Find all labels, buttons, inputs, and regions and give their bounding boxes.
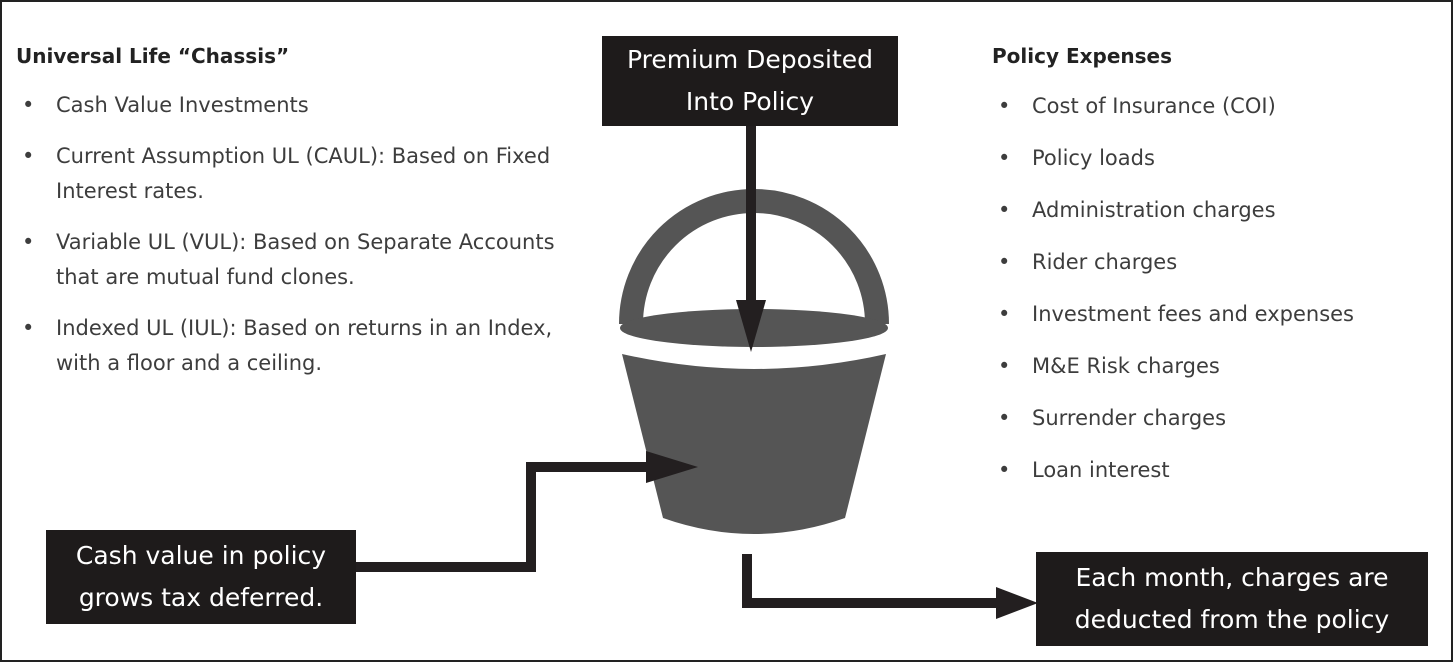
cash-value-box: Cash value in policy grows tax deferred. — [46, 530, 356, 624]
list-item: Current Assumption UL (CAUL): Based on F… — [16, 139, 556, 209]
premium-deposited-box: Premium Deposited Into Policy — [602, 36, 898, 126]
growth-arrow — [355, 451, 698, 572]
universal-life-list: Cash Value Investments Current Assumptio… — [16, 88, 556, 397]
premium-box-line-1: Premium Deposited — [626, 45, 873, 74]
list-item: M&E Risk charges — [992, 348, 1447, 384]
cash-value-line-2: grows tax deferred. — [78, 583, 324, 612]
list-item: Cash Value Investments — [16, 88, 556, 123]
monthly-charges-box: Each month, charges are deducted from th… — [1036, 552, 1428, 646]
premium-box-line-2: Into Policy — [685, 87, 815, 116]
premium-arrow — [736, 126, 766, 352]
bucket-body — [622, 354, 886, 534]
left-panel-title: Universal Life “Chassis” — [16, 44, 290, 68]
list-item: Loan interest — [992, 452, 1447, 488]
list-item: Indexed UL (IUL): Based on returns in an… — [16, 311, 556, 381]
list-item: Administration charges — [992, 192, 1447, 228]
cash-value-line-1: Cash value in policy — [75, 541, 327, 570]
list-item: Cost of Insurance (COI) — [992, 88, 1447, 124]
charges-line-1: Each month, charges are — [1075, 563, 1389, 592]
list-item: Policy loads — [992, 140, 1447, 176]
policy-expenses-list: Cost of Insurance (COI) Policy loads Adm… — [992, 88, 1447, 504]
charges-line-2: deducted from the policy — [1074, 605, 1390, 634]
list-item: Variable UL (VUL): Based on Separate Acc… — [16, 225, 556, 295]
list-item: Investment fees and expenses — [992, 296, 1447, 332]
right-panel-title: Policy Expenses — [992, 44, 1173, 68]
list-item: Surrender charges — [992, 400, 1447, 436]
charges-arrow — [742, 554, 1038, 619]
list-item: Rider charges — [992, 244, 1447, 280]
